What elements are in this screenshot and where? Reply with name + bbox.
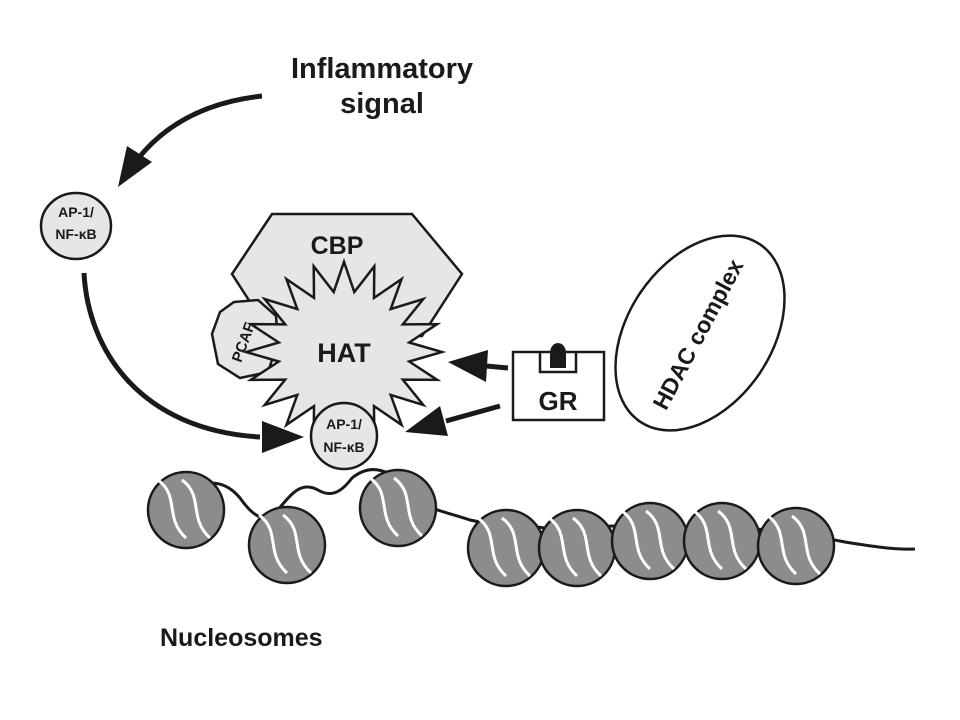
nucleosome	[358, 468, 438, 548]
gr-to-hat-arrow	[448, 350, 509, 382]
nucleosome	[466, 508, 546, 588]
ap1-nfkb-bound-label-line1: AP-1/	[326, 416, 362, 432]
glucocorticoid-ligand-icon	[550, 343, 566, 368]
nucleosome	[682, 501, 762, 581]
cbp-label: CBP	[311, 232, 364, 260]
nucleosome	[610, 501, 690, 581]
gr-label: GR	[539, 386, 578, 416]
translocation-arrow	[81, 272, 304, 453]
ap1-nfkb-free-label-line1: AP-1/	[58, 204, 94, 220]
nucleosome	[537, 508, 617, 588]
gr-to-ap1-arrow	[405, 403, 501, 436]
inflammatory-signal-label: Inflammatory	[291, 53, 473, 85]
inflammatory-signal-label-line2: signal	[340, 88, 424, 120]
ap1-nfkb-bound-label-line2: NF-κB	[323, 439, 364, 455]
ap1-nfkb-free-label-line2: NF-κB	[55, 226, 96, 242]
ap1-nfkb-free: AP-1/ NF-κB	[39, 191, 113, 261]
nucleosome	[756, 506, 836, 586]
nucleosome	[146, 470, 226, 550]
nucleosomes-label: Nucleosomes	[160, 624, 323, 652]
pcaf-protein: PCAF	[210, 298, 280, 380]
ap1-nfkb-bound: AP-1/ NF-κB	[309, 401, 379, 471]
nucleosome	[247, 505, 327, 585]
hdac-complex: HDAC complex	[614, 234, 786, 432]
nucleosome-array	[146, 468, 836, 588]
hat-label: HAT	[317, 338, 371, 368]
gr-receptor: GR	[511, 343, 606, 422]
signal-arrow	[118, 93, 263, 187]
